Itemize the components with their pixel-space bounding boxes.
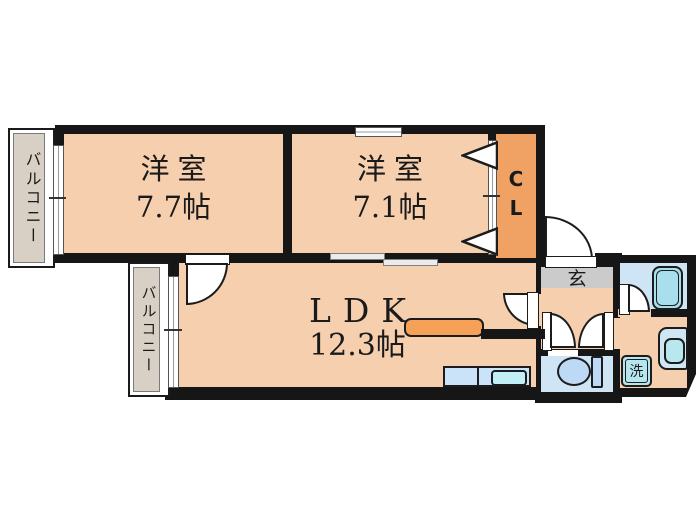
bedroom1-name-label: 洋室 [140, 152, 215, 186]
entrance-label: 玄 [567, 268, 587, 290]
entrance-area: 玄 [541, 267, 613, 290]
toilet-door-opening [548, 350, 578, 356]
door-leaf [527, 292, 539, 329]
kitchen-sink-icon [491, 370, 527, 386]
bedroom2-room [292, 134, 488, 253]
balcony-left: バルコニー [128, 262, 170, 397]
balcony-top: バルコニー [8, 128, 55, 268]
wall-chamfer [686, 374, 696, 397]
bedroom1-room [64, 134, 283, 253]
folding-door-icon [461, 227, 498, 256]
bathtub-icon [652, 266, 683, 310]
washroom-door-opening [613, 318, 621, 349]
ldk-size-label: 12.3帖 [309, 328, 406, 363]
kitchen-partition-wall [481, 329, 545, 339]
bathroom-door-opening [618, 309, 651, 317]
bathtub-inner [656, 270, 679, 306]
balcony-top-label: バルコニー [22, 150, 42, 246]
washing-machine-inner [625, 359, 648, 383]
closet-track-tick [483, 195, 500, 197]
closet-track [488, 140, 497, 255]
balcony-left-label: バルコニー [139, 284, 158, 375]
door-leaf [545, 256, 597, 268]
kitchen-counter [404, 318, 484, 337]
sliding-door-icon [330, 253, 385, 260]
kitchen-unit-divider [477, 368, 479, 385]
window-tick [49, 197, 66, 199]
folding-door-icon [461, 141, 498, 170]
bedroom2-size-label: 7.1帖 [352, 190, 428, 224]
closet-label: CL [504, 167, 528, 225]
kitchen-unit [443, 366, 531, 387]
toilet-icon [557, 357, 591, 386]
door-leaf [604, 312, 614, 351]
closet [496, 134, 536, 258]
washbasin-icon [658, 327, 688, 370]
window-tick [164, 329, 182, 331]
toilet-tank [591, 356, 603, 388]
window-icon [355, 127, 402, 137]
ldk-name-label: LDK [308, 291, 419, 330]
hinged-door-icon [545, 216, 593, 260]
window-icon [53, 145, 64, 255]
washing-machine-icon: 洗 [621, 355, 652, 387]
bedroom1-size-label: 7.7帖 [135, 190, 212, 224]
window-icon [168, 276, 179, 388]
balcony-left-floor [133, 267, 160, 392]
laundry-label: 洗 [629, 364, 644, 380]
bedroom2-name-label: 洋室 [356, 152, 431, 186]
sliding-door-icon [383, 259, 438, 266]
washbasin-bowl [664, 338, 685, 364]
balcony-top-floor [13, 133, 45, 263]
